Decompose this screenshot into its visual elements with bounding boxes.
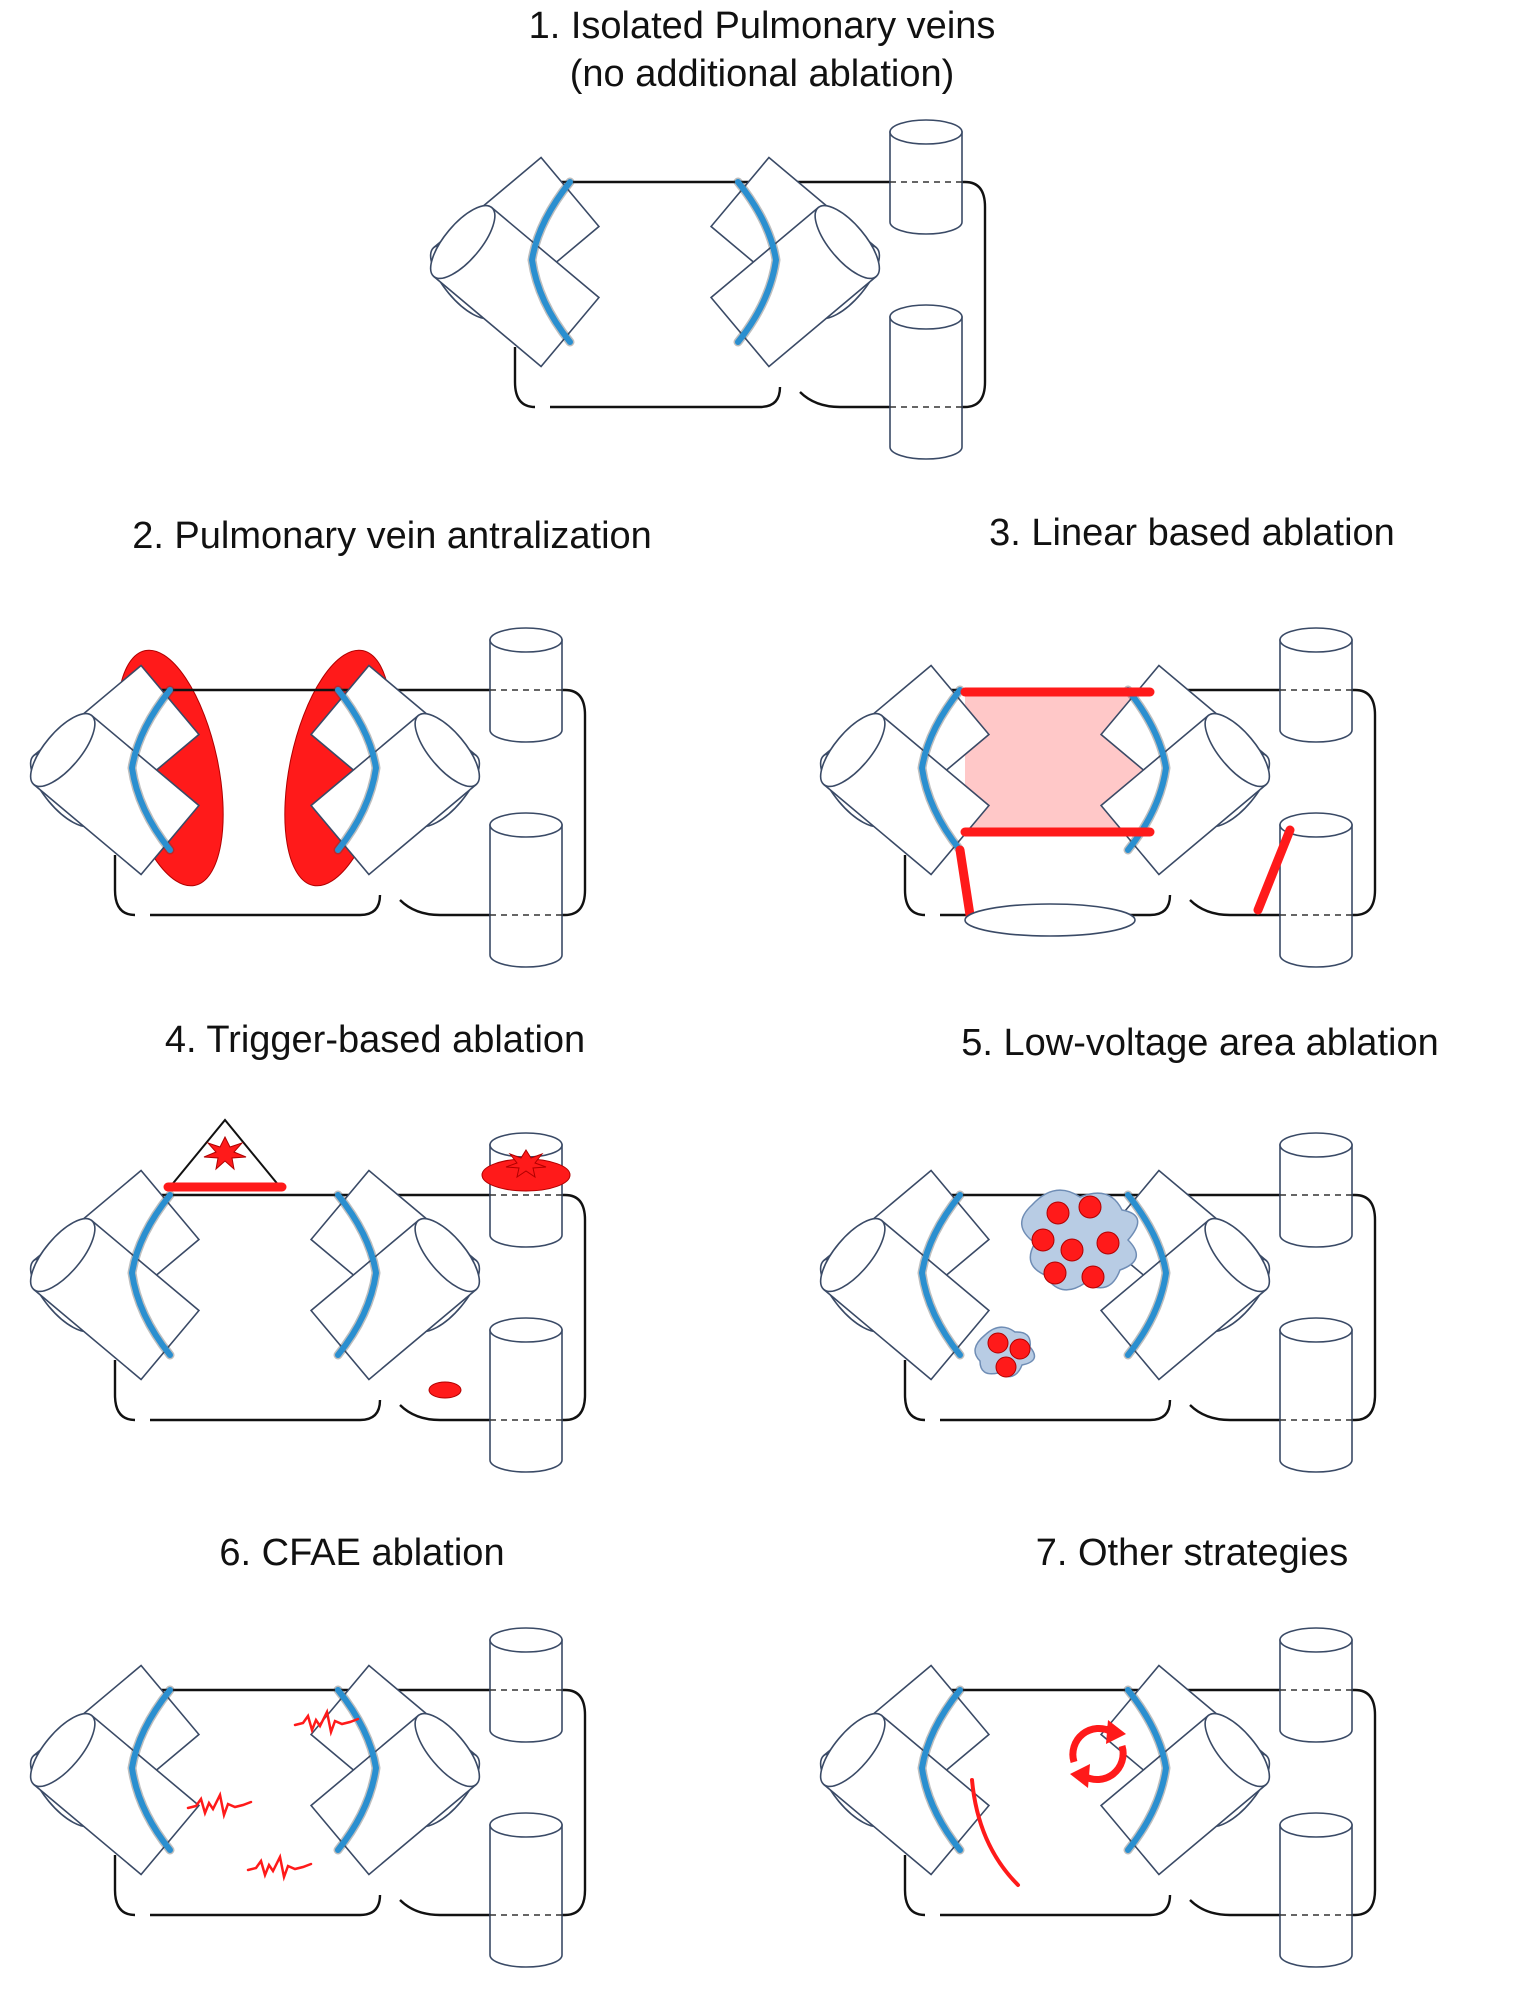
panel-4-diagram [20, 1118, 585, 1472]
lva-spot [1009, 1338, 1031, 1360]
panel-2-diagram [20, 628, 585, 967]
panel-7-title: 7. Other strategies [1036, 1532, 1349, 1574]
panel-7-diagram [810, 1628, 1375, 1967]
rotor-icon [1069, 1720, 1127, 1788]
panel-1-subtitle: (no additional ablation) [570, 53, 955, 95]
lva-spot [1031, 1228, 1055, 1252]
panel-6-title: 6. CFAE ablation [219, 1532, 504, 1574]
mitral-line [955, 845, 975, 920]
trigger-burst-2 [505, 1149, 547, 1179]
panel-3-title: 3. Linear based ablation [989, 512, 1395, 554]
lva-spot [1043, 1261, 1067, 1285]
panel-6-diagram [20, 1628, 585, 1967]
panel-2-title: 2. Pulmonary vein antralization [132, 515, 652, 557]
lva-spot [1046, 1201, 1070, 1225]
panel-1-title: 1. Isolated Pulmonary veins [529, 5, 996, 47]
cavotricuspid-line [1253, 825, 1295, 915]
cfae-signal [246, 1853, 313, 1882]
lva-spot [1078, 1195, 1102, 1219]
panel-5-diagram [810, 1133, 1375, 1472]
trigger-focus [428, 1381, 462, 1399]
cfae-signal [186, 1791, 253, 1820]
curved-lesion [970, 1778, 1020, 1887]
trigger-burst-1 [203, 1135, 247, 1171]
lva-spot [1081, 1265, 1105, 1289]
panel-5-title: 5. Low-voltage area ablation [961, 1022, 1438, 1064]
cfae-signal [293, 1708, 360, 1737]
lva-spot [995, 1356, 1017, 1378]
mitral-annulus [964, 903, 1136, 937]
lva-spot [1060, 1238, 1084, 1262]
panel-1-diagram [420, 120, 985, 459]
panel-4-title: 4. Trigger-based ablation [165, 1019, 585, 1061]
lva-spot [1096, 1231, 1120, 1255]
lva-spot [987, 1332, 1009, 1354]
panel-3-diagram [810, 628, 1375, 967]
